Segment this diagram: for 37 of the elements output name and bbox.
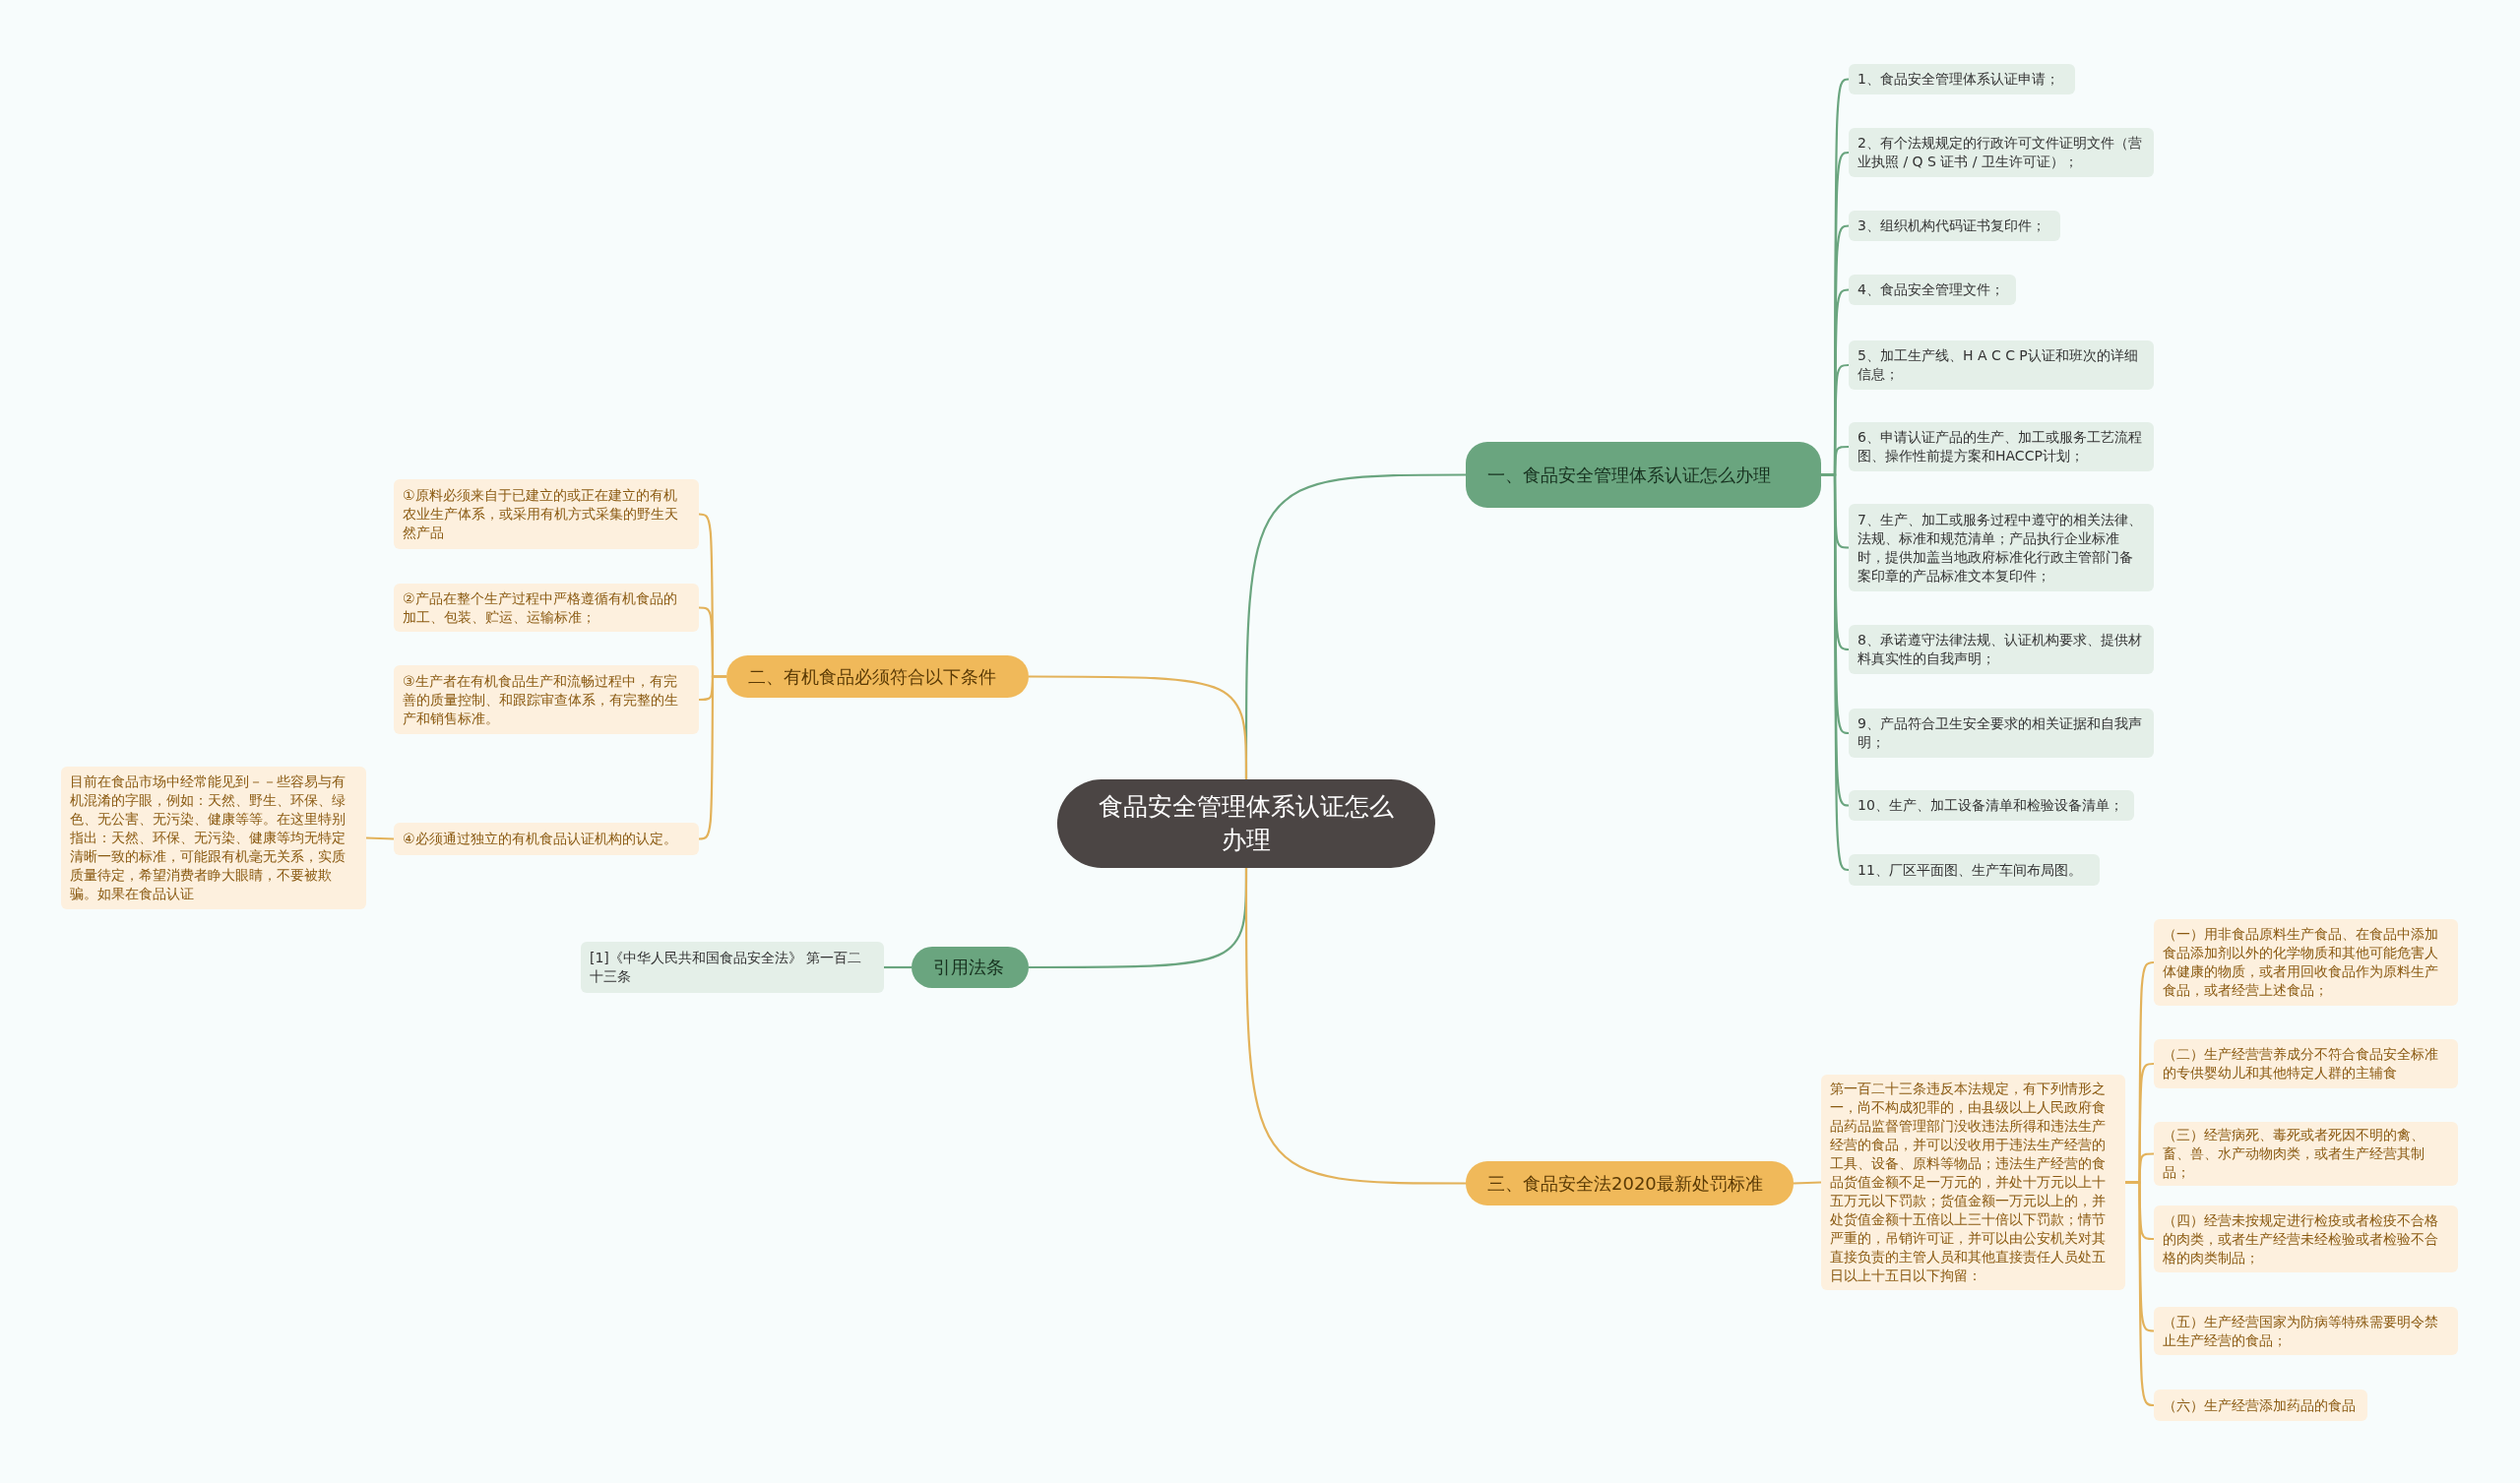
topic-box: 引用法条 <box>912 947 1029 988</box>
connector-line <box>884 965 912 969</box>
item-box: 5、加工生产线、H A C C P认证和班次的详细信息； <box>1849 340 2154 390</box>
connector-line <box>365 836 395 840</box>
item-box: （五）生产经营国家为防病等特殊需要明令禁止生产经营的食品； <box>2154 1307 2458 1355</box>
item-box: （三）经营病死、毒死或者死因不明的禽、畜、兽、水产动物肉类，或者生产经营其制品； <box>2154 1122 2458 1186</box>
item-box: 4、食品安全管理文件； <box>1849 275 2016 305</box>
note-box: 目前在食品市场中经常能见到－－些容易与有机混淆的字眼，例如：天然、野生、环保、绿色、无公害、无污染、健康等等。在这里特别指出：天然、环保、无污染、健康等均无特定清晰一致的标准，可能跟有机毫无关系，实质质量待定，希望消费者睁大眼睛，不要被欺骗。如果在食品认证 <box>61 767 366 909</box>
item-box: （四）经营未按规定进行检疫或者检疫不合格的肉类，或者生产经营未经检验或者检验不合格的肉类制品； <box>2154 1205 2458 1272</box>
item-box: 11、厂区平面图、生产车间布局图。 <box>1849 854 2100 886</box>
topic-box: 三、食品安全法2020最新处罚标准 <box>1466 1161 1794 1205</box>
item-box: [1]《中华人民共和国食品安全法》 第一百二十三条 <box>581 942 884 993</box>
item-box: 3、组织机构代码证书复印件； <box>1849 211 2060 241</box>
item-box: 2、有个法规规定的行政许可文件证明文件（营业执照 / Q S 证书 / 卫生许可证）； <box>1849 128 2154 177</box>
note-box: 第一百二十三条违反本法规定，有下列情形之一，尚不构成犯罪的，由县级以上人民政府食品药品监督管理部门没收违法所得和违法生产经营的食品，并可以没收用于违法生产经营的工具、设备、原料等物品；违法生产经营的食品货值金额不足一万元的，并处十万元以上十五万元以下罚款；货值金额一万元以上的，并处货值金额十五倍以上三十倍以下罚款；情节严重的，吊销许可证，并可以由公安机关对其直接负责的主管人员和其他直接责任人员处五日以上十五日以下拘留： <box>1821 1075 2125 1290</box>
connector-line <box>698 675 726 840</box>
item-box: 1、食品安全管理体系认证申请； <box>1849 64 2075 94</box>
item-box: 7、生产、加工或服务过程中遵守的相关法律、法规、标准和规范清单；产品执行企业标准时，提供加盖当地政府标准化行政主管部门备案印章的产品标准文本复印件； <box>1849 504 2154 591</box>
item-box: 10、生产、加工设备清单和检验设备清单； <box>1849 790 2134 821</box>
item-box: ②产品在整个生产过程中严格遵循有机食品的加工、包装、贮运、运输标准； <box>394 584 699 632</box>
item-box: ①原料必须来自于已建立的或正在建立的有机农业生产体系，或采用有机方式采集的野生天然产品 <box>394 479 699 549</box>
item-box: ④必须通过独立的有机食品认证机构的认定。 <box>394 823 699 855</box>
item-box: （六）生产经营添加药品的食品 <box>2154 1390 2367 1421</box>
topic-box: 一、食品安全管理体系认证怎么办理 <box>1466 442 1821 508</box>
item-box: 9、产品符合卫生安全要求的相关证据和自我声明； <box>1849 709 2154 758</box>
connector-line <box>2125 1181 2155 1407</box>
central-topic: 食品安全管理体系认证怎么办理 <box>1057 779 1435 868</box>
connector-line <box>1244 868 1466 1185</box>
connector-line <box>1029 675 1248 779</box>
item-box: 6、申请认证产品的生产、加工或服务工艺流程图、操作性前提方案和HACCP计划； <box>1849 422 2154 471</box>
connector-line <box>1793 1181 1822 1185</box>
topic-box: 二、有机食品必须符合以下条件 <box>726 655 1029 698</box>
item-box: （一）用非食品原料生产食品、在食品中添加食品添加剂以外的化学物质和其他可能危害人体健康的物质，或者用回收食品作为原料生产食品，或者经营上述食品； <box>2154 919 2458 1006</box>
item-box: ③生产者在有机食品生产和流畅过程中，有完善的质量控制、和跟踪审查体系，有完整的生产和销售标准。 <box>394 665 699 734</box>
item-box: （二）生产经营营养成分不符合食品安全标准的专供婴幼儿和其他特定人群的主辅食 <box>2154 1039 2458 1088</box>
item-box: 8、承诺遵守法律法规、认证机构要求、提供材料真实性的自我声明； <box>1849 625 2154 674</box>
connector-line <box>1821 473 1850 872</box>
